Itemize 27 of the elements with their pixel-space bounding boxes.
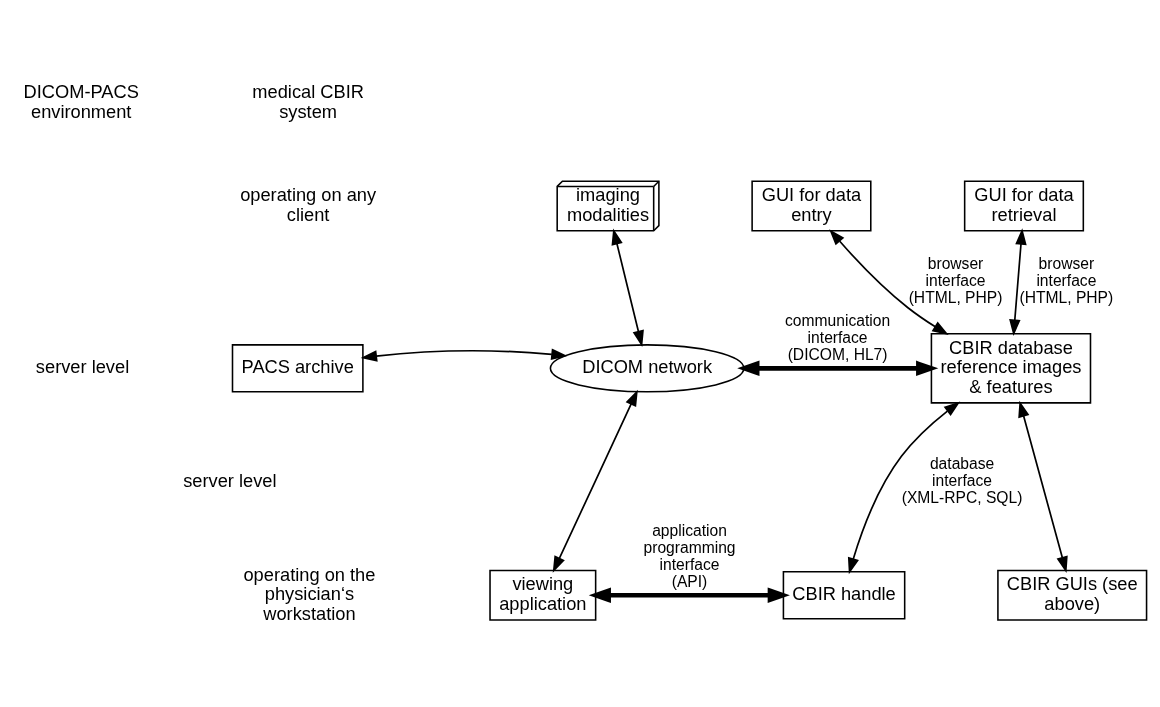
edge-label: browser interface (HTML, PHP)	[908, 254, 1003, 306]
node-box: PACS archive	[231, 343, 364, 393]
label: DICOM-PACS environment	[23, 80, 139, 122]
node-box: viewing application	[489, 569, 597, 621]
label: server level	[35, 355, 130, 377]
label: server level	[183, 469, 277, 491]
edge-label: application programming interface (API)	[643, 521, 736, 590]
label: operating on the physician‘s workstation	[243, 563, 376, 624]
node-box: CBIR GUIs (see above)	[997, 569, 1148, 621]
arrow	[847, 400, 961, 574]
edge-label: browser interface (HTML, PHP)	[1019, 254, 1114, 306]
label: medical CBIR system	[252, 80, 364, 122]
label: operating on any client	[240, 183, 377, 225]
node-box: GUI for data entry	[751, 179, 872, 232]
arrow	[360, 348, 568, 362]
arrow	[1009, 227, 1027, 336]
arrow	[552, 389, 638, 573]
arrow	[611, 227, 644, 347]
node-box: CBIR handle	[782, 570, 906, 619]
arrow	[1018, 400, 1068, 573]
node-box: GUI for data retrieval	[963, 179, 1085, 232]
edge-label: communication interface (DICOM, HL7)	[785, 311, 891, 363]
arrow	[737, 360, 939, 376]
node-box: CBIR database reference images & features	[930, 332, 1092, 404]
arrow	[829, 228, 949, 335]
arrow	[588, 586, 790, 603]
edge-label: database interface (XML-RPC, SQL)	[901, 454, 1023, 506]
